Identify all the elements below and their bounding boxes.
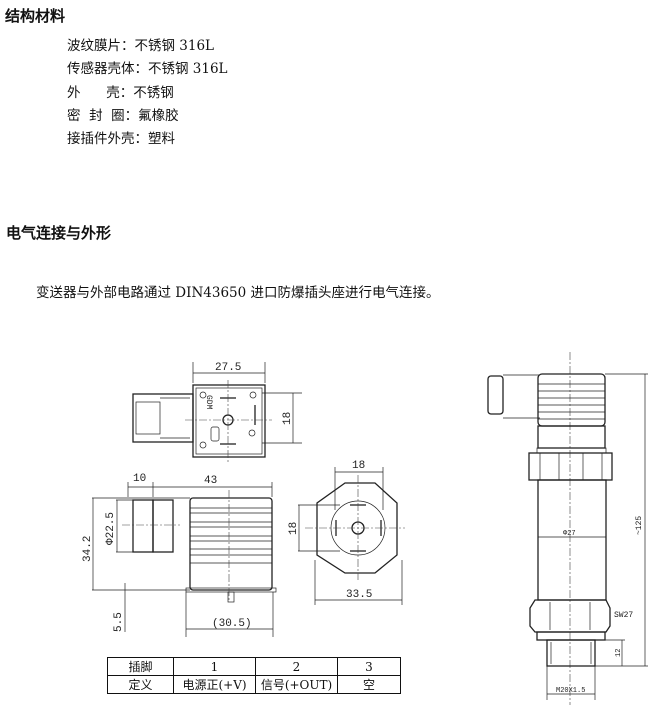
electrical-description: 变送器与外部电路通过 DIN43650 进口防爆插头座进行电气连接。 (36, 285, 440, 301)
material-item: 密 封 圈：氟橡胶 (67, 108, 179, 124)
table-cell: 电源正(+V) (173, 675, 256, 694)
dim-thread-length: 12 (615, 649, 623, 657)
connector-front-view: 18 18 33.5 (288, 460, 405, 605)
connector-marking: GDM (204, 395, 213, 410)
dim-width: 27.5 (215, 362, 241, 374)
table-row: 插脚 1 2 3 (107, 657, 401, 676)
dim-d1: 10 (133, 473, 146, 485)
transmitter-drawing: Φ27 SW27 12 M20X1.5 ~125 (487, 352, 648, 705)
dim-top: 18 (352, 460, 365, 472)
dim-left: 18 (288, 522, 300, 535)
table-header-cell: 1 (173, 657, 256, 676)
dim-bottom: 33.5 (346, 589, 372, 601)
dim-body-diameter: Φ27 (563, 530, 576, 538)
dim-hex: SW27 (614, 611, 633, 620)
material-item: 接插件外壳：塑料 (67, 131, 175, 147)
material-item: 波纹膜片：不锈钢 316L (67, 38, 215, 54)
table-header-cell: 插脚 (107, 657, 174, 676)
table-cell: 信号(+OUT) (255, 675, 338, 694)
table-row: 定义 电源正(+V) 信号(+OUT) 空 (107, 675, 401, 694)
materials-title: 结构材料 (5, 7, 66, 25)
dim-thread: M20X1.5 (556, 687, 585, 695)
material-item: 外 壳：不锈钢 (67, 85, 174, 101)
dim-diameter: Φ22.5 (105, 512, 117, 545)
electrical-title: 电气连接与外形 (6, 224, 112, 242)
dim-height: 18 (282, 412, 294, 425)
material-item: 传感器壳体：不锈钢 316L (67, 61, 228, 77)
dim-pin: 5.5 (113, 612, 125, 632)
table-cell: 定义 (107, 675, 174, 694)
dim-base: (30.5) (212, 618, 252, 630)
table-header-cell: 3 (337, 657, 401, 676)
pin-table: 插脚 1 2 3 定义 电源正(+V) 信号(+OUT) 空 (107, 657, 401, 694)
connector-side-view: 10 43 34.2 Φ22.5 5.5 (30.5) (82, 473, 277, 637)
dim-total-length: ~125 (635, 516, 644, 535)
table-header-cell: 2 (255, 657, 338, 676)
table-cell: 空 (337, 675, 401, 694)
dim-d2: 43 (204, 475, 217, 487)
dim-height: 34.2 (82, 536, 94, 562)
connector-top-view: GDM 27.5 18 (132, 362, 302, 462)
